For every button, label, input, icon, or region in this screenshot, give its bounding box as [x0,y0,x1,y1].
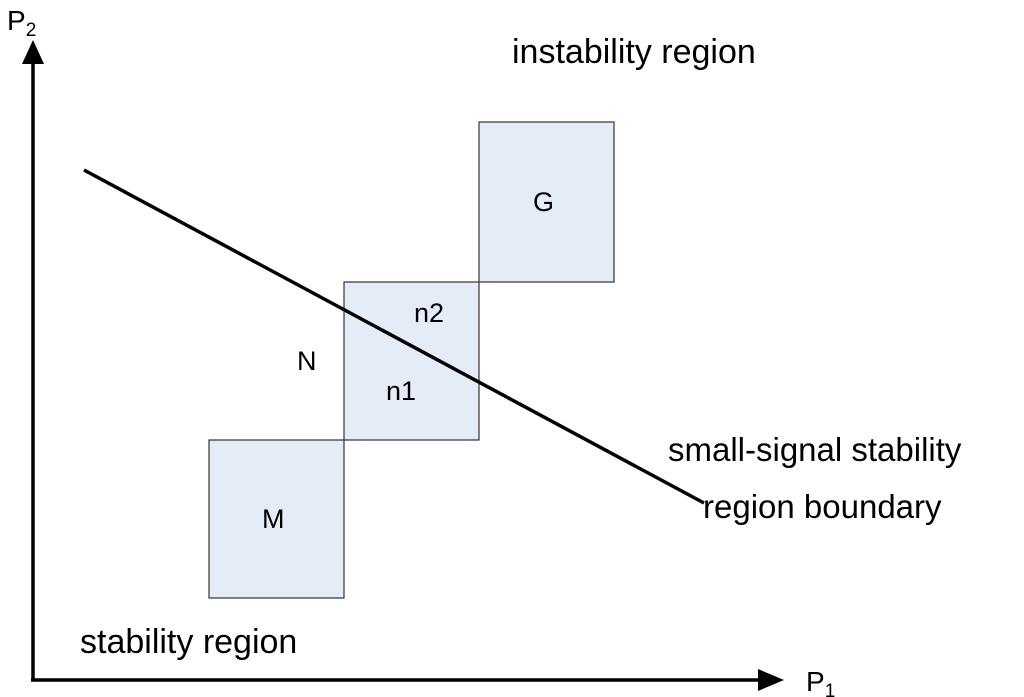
p2-axis-arrowhead [22,40,44,64]
boundary-label-line2: region boundary [703,488,942,525]
instability-region-label: instability region [512,33,756,71]
p1-axis-arrowhead [758,669,784,691]
box-g [478,121,615,283]
boundary-label-line1: small-signal stability [668,431,962,468]
stability-boundary-line [83,168,705,505]
box-n [343,281,480,441]
box-m-label: M [262,504,285,534]
box-g-label: G [533,187,554,217]
box-n1-label: n1 [386,376,416,406]
box-n-label: N [297,346,317,376]
p1-axis-label: P1 [806,666,835,697]
stability-region-label: stability region [80,623,297,661]
box-n2-label: n2 [414,298,444,328]
p2-axis-label: P2 [7,5,36,41]
box-m [208,439,345,599]
